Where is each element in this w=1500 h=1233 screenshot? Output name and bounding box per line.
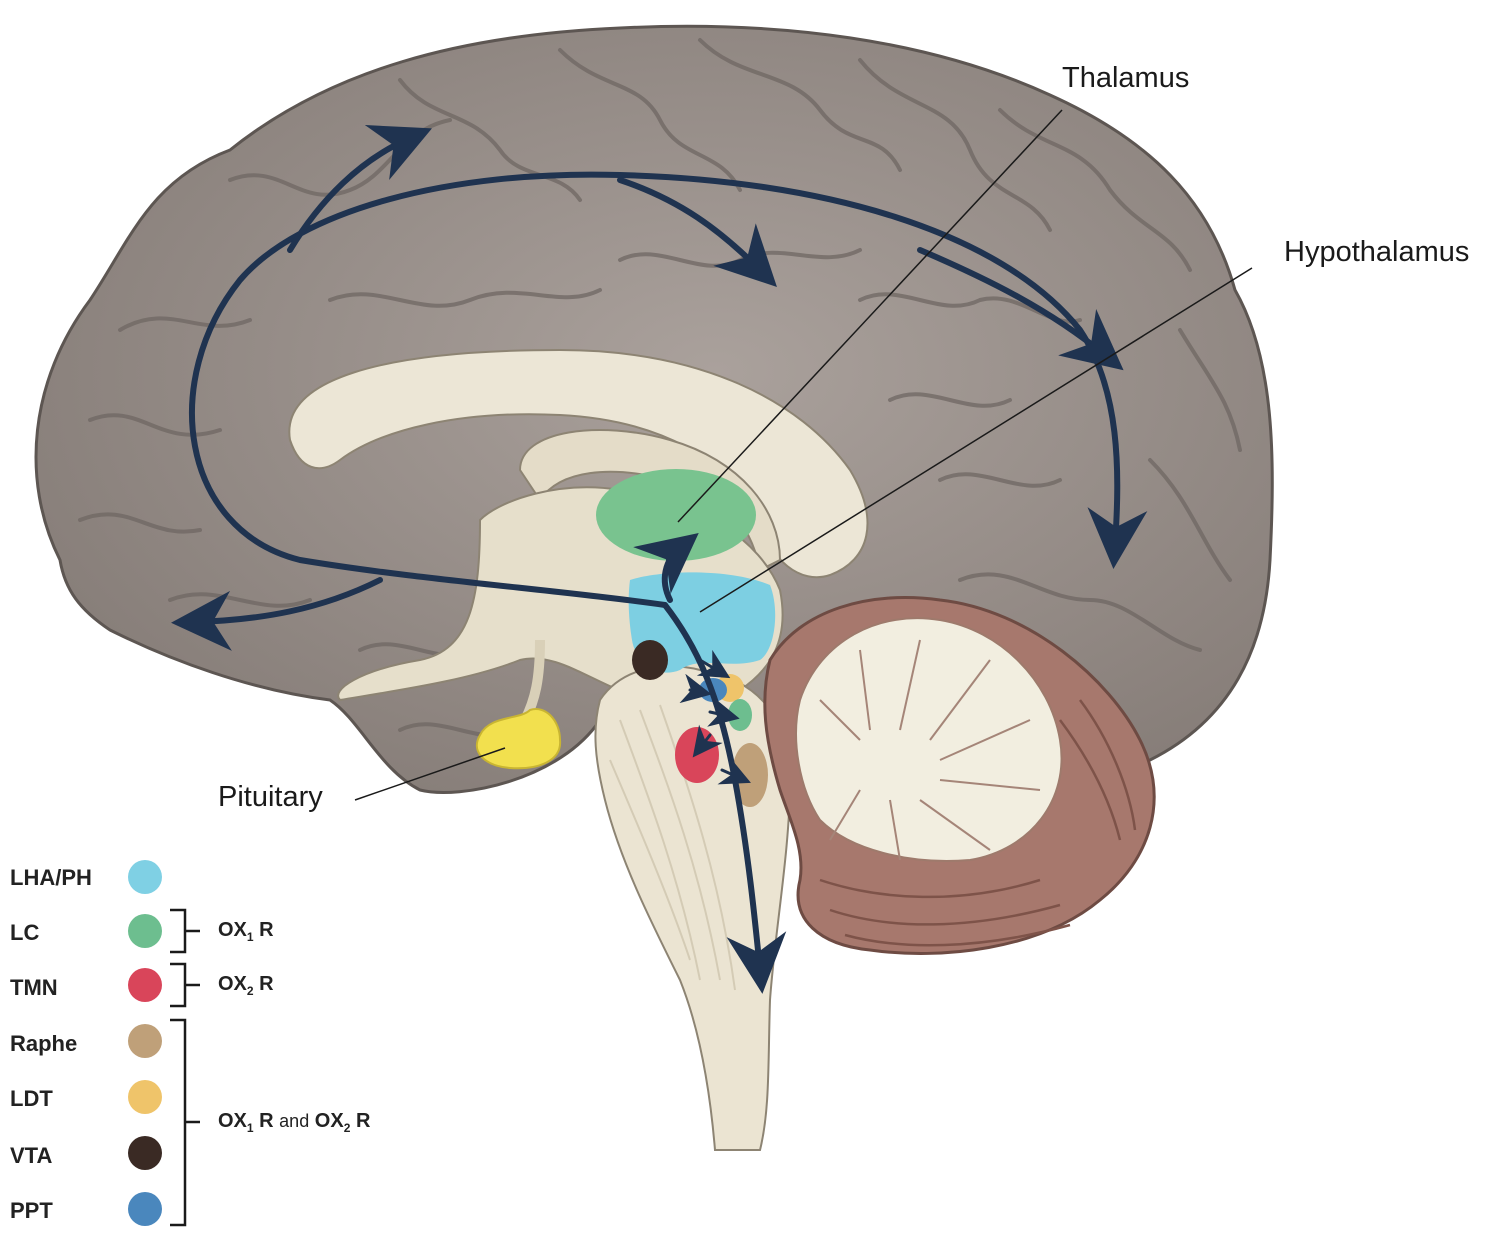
legend-label-lc: LC (10, 920, 40, 945)
legend-dot-raphe (128, 1024, 162, 1058)
fornix (518, 429, 782, 572)
cerebellum-folia (819, 699, 1137, 947)
receptor-ox1-and-ox2: OX1 R and OX2 R (218, 1110, 371, 1135)
receptor-ox1: OX1 R (218, 919, 274, 944)
bracket-ox1 (170, 908, 200, 954)
pituitary-gland (475, 708, 562, 770)
lc-nucleus (728, 699, 752, 731)
legend-dot-ppt (128, 1192, 162, 1226)
legend-label-vta: VTA (10, 1143, 53, 1168)
legend-label-ldt: LDT (10, 1086, 53, 1111)
arrow-to-frontal-base (171, 577, 383, 651)
arrow-to-thalamus (633, 532, 699, 603)
legend-dot-vta (128, 1136, 162, 1170)
leader-pituitary (354, 747, 506, 801)
leader-lines (354, 109, 1253, 801)
hypothalamus-region-lha (628, 572, 776, 673)
leader-thalamus (677, 109, 1063, 523)
bracket-ox1-ox2 (170, 1018, 200, 1227)
legend-label-tmn: TMN (10, 975, 58, 1000)
sulci-texture (78, 38, 1242, 738)
arrow-to-occipital (917, 247, 1124, 371)
corpus-callosum (288, 348, 869, 579)
thalamus-region (596, 469, 756, 561)
arrow-to-frontal-top (287, 125, 432, 253)
vta-nucleus (632, 640, 668, 680)
arrow-to-parietal (617, 177, 777, 287)
tmn-nucleus (675, 727, 719, 783)
legend-dot-ldt (128, 1080, 162, 1114)
bracket-ox2 (170, 962, 200, 1008)
arbor-vitae (795, 617, 1063, 862)
leader-hypothalamus (699, 267, 1253, 613)
legend-dot-lha (128, 860, 162, 894)
legend-label-lha: LHA/PH (10, 865, 92, 890)
small-arrows (679, 649, 751, 785)
legend-dot-tmn (128, 968, 162, 1002)
legend-brackets (170, 908, 200, 1227)
legend-label-raphe: Raphe (10, 1031, 78, 1056)
legend-dot-lc (128, 914, 162, 948)
thalamus-label: Thalamus (1062, 62, 1190, 94)
arbor-vitae-branches (819, 639, 1041, 861)
hypothalamus-label: Hypothalamus (1284, 236, 1470, 268)
receptor-ox2: OX2 R (218, 973, 274, 998)
pituitary-label: Pituitary (218, 781, 323, 813)
legend-label-ppt: PPT (10, 1198, 53, 1223)
